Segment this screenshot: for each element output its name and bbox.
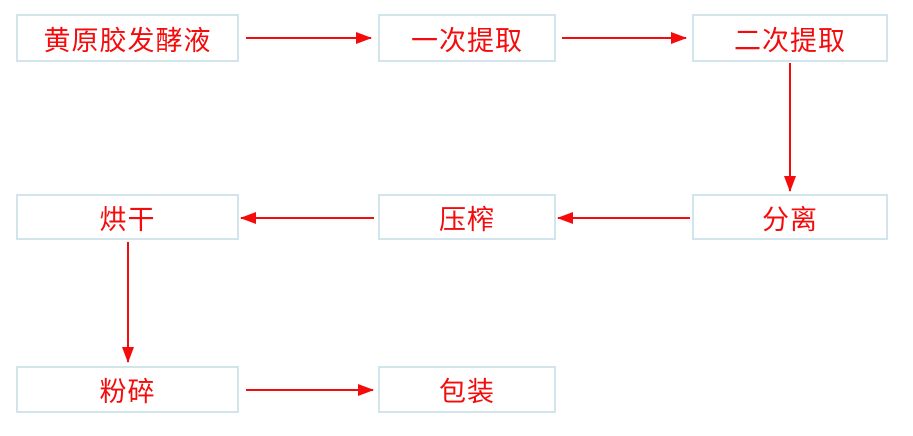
flow-node-first-extraction: 一次提取: [378, 14, 556, 62]
flow-node-label: 烘干: [99, 204, 156, 236]
flow-node-label: 黄原胶发酵液: [43, 25, 212, 57]
flow-node-second-extraction: 二次提取: [692, 14, 888, 62]
flow-node-fermentation-broth: 黄原胶发酵液: [16, 14, 239, 62]
flow-node-label: 包装: [439, 377, 495, 408]
flow-node-label: 分离: [762, 204, 818, 236]
flow-node-label: 一次提取: [411, 25, 523, 57]
flow-node-label: 二次提取: [734, 25, 846, 57]
flow-node-label: 压榨: [439, 204, 495, 236]
flow-node-label: 粉碎: [99, 377, 156, 408]
flow-node-packaging: 包装: [378, 366, 556, 413]
flow-node-pressing: 压榨: [378, 194, 556, 240]
flow-node-drying: 烘干: [16, 194, 239, 240]
flow-node-separation: 分离: [692, 194, 888, 240]
flow-node-crushing: 粉碎: [16, 366, 239, 413]
